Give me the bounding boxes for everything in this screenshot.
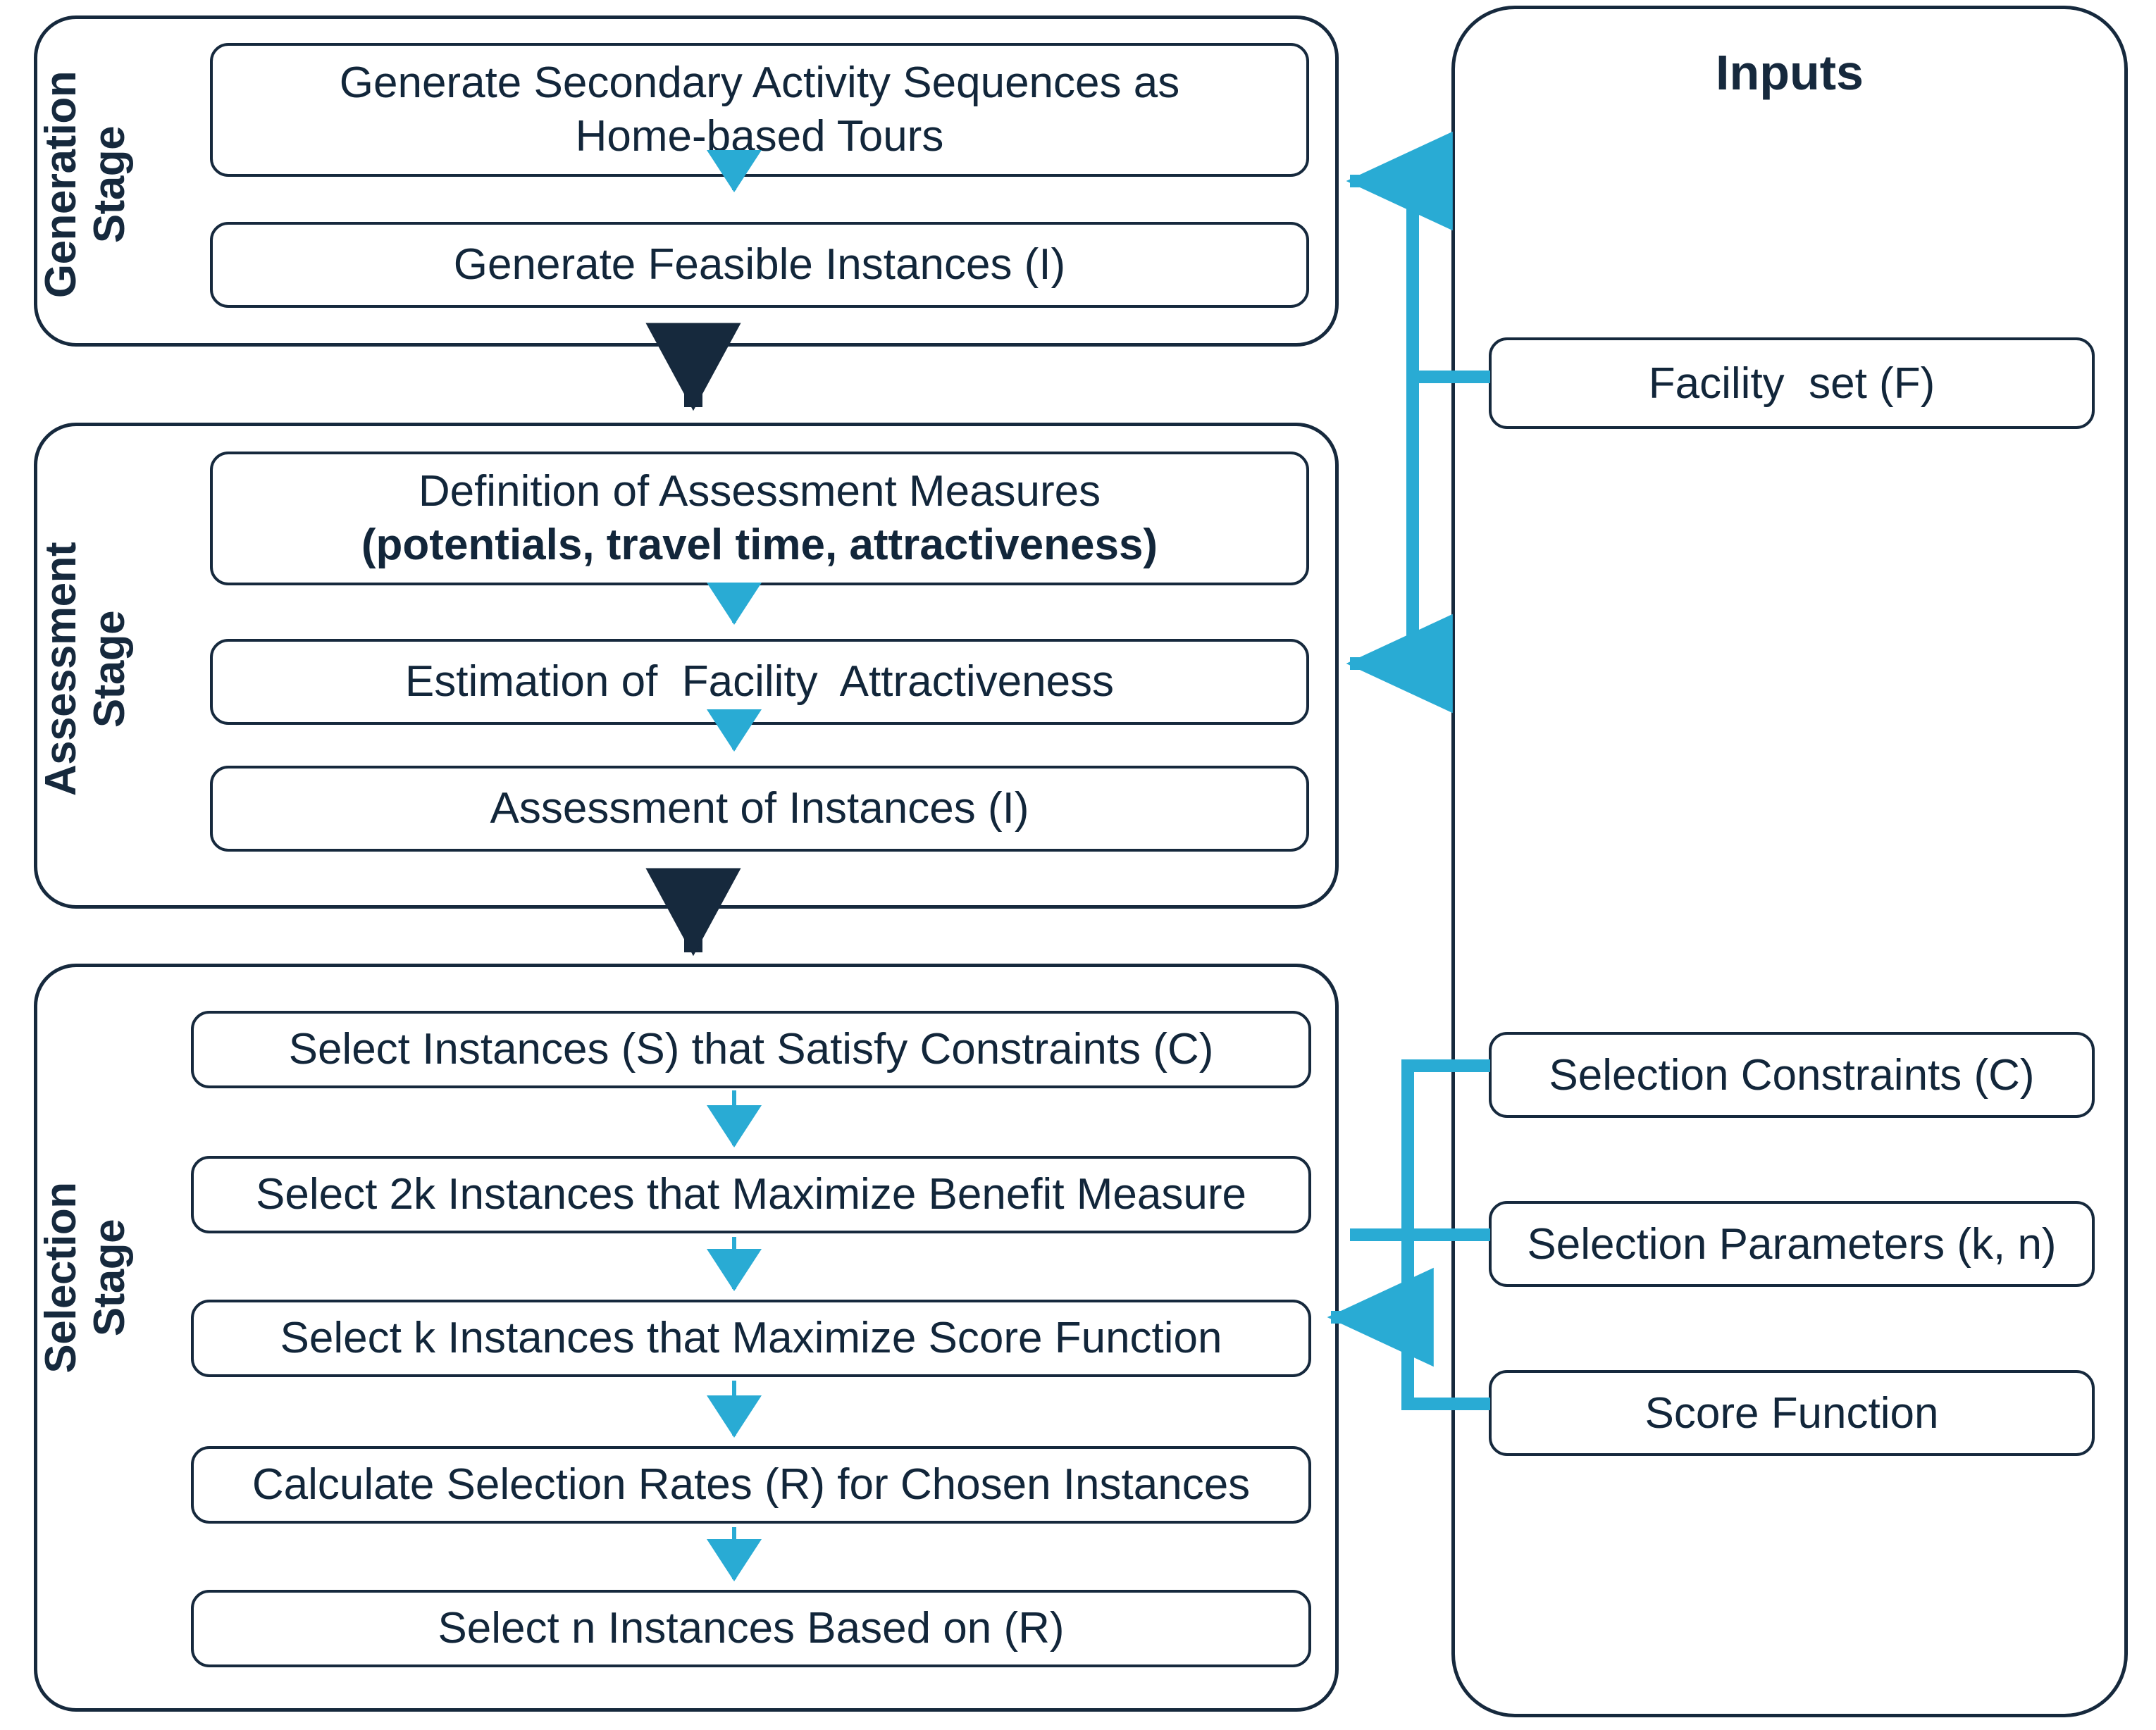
input-selection-constraints[interactable]: Selection Constraints (C)	[1489, 1032, 2095, 1118]
step-estimation-of-facility-attractiveness[interactable]: Estimation of Facility Attractiveness	[210, 639, 1309, 725]
stage-generation-label: Generation Stage	[37, 70, 135, 299]
input-label: Selection Constraints (C)	[1549, 1050, 2035, 1100]
step-select-2k-instances-benefit-measure[interactable]: Select 2k Instances that Maximize Benefi…	[191, 1156, 1311, 1233]
step-text: Calculate Selection Rates (R) for Chosen…	[252, 1460, 1251, 1510]
step-text: Assessment of Instances (I)	[490, 784, 1029, 833]
stage-assessment: Assessment Stage Definition of Assessmen…	[34, 423, 1339, 909]
input-score-function[interactable]: Score Function	[1489, 1370, 2095, 1456]
stage-selection-label: Selection Stage	[37, 1182, 135, 1374]
step-text: Select Instances (S) that Satisfy Constr…	[288, 1025, 1214, 1074]
input-facility-set[interactable]: Facility set (F)	[1489, 337, 2095, 429]
step-definition-of-assessment-measures[interactable]: Definition of Assessment Measures (poten…	[210, 452, 1309, 585]
step-calculate-selection-rates[interactable]: Calculate Selection Rates (R) for Chosen…	[191, 1446, 1311, 1524]
step-text-line2: (potentials, travel time, attractiveness…	[361, 521, 1158, 569]
step-text: Generate Secondary Activity Sequences as…	[339, 58, 1180, 161]
stage-selection: Selection Stage Select Instances (S) tha…	[34, 964, 1339, 1712]
step-text-line1: Definition of Assessment Measures	[418, 467, 1101, 516]
step-select-instances-satisfy-constraints[interactable]: Select Instances (S) that Satisfy Constr…	[191, 1011, 1311, 1088]
step-assessment-of-instances[interactable]: Assessment of Instances (I)	[210, 766, 1309, 852]
input-label: Selection Parameters (k, n)	[1527, 1219, 2057, 1269]
step-text: Generate Feasible Instances (I)	[453, 240, 1066, 290]
step-generate-feasible-instances[interactable]: Generate Feasible Instances (I)	[210, 222, 1309, 308]
step-text: Select 2k Instances that Maximize Benefi…	[256, 1170, 1246, 1219]
step-text: Estimation of Facility Attractiveness	[404, 657, 1115, 707]
step-text: Select k Instances that Maximize Score F…	[280, 1314, 1222, 1363]
input-label: Facility set (F)	[1648, 359, 1935, 408]
input-label: Score Function	[1644, 1388, 1939, 1438]
stage-generation: Generation Stage Generate Secondary Acti…	[34, 15, 1339, 347]
inputs-title: Inputs	[1716, 45, 1864, 100]
inputs-panel: Inputs Facility set (F) Selection Constr…	[1451, 6, 2128, 1717]
step-select-n-instances-based-on-r[interactable]: Select n Instances Based on (R)	[191, 1590, 1311, 1667]
step-text: Select n Instances Based on (R)	[438, 1604, 1065, 1653]
step-generate-secondary-activity-sequences[interactable]: Generate Secondary Activity Sequences as…	[210, 43, 1309, 177]
step-select-k-instances-score-function[interactable]: Select k Instances that Maximize Score F…	[191, 1300, 1311, 1377]
input-selection-parameters[interactable]: Selection Parameters (k, n)	[1489, 1201, 2095, 1287]
stage-assessment-label: Assessment Stage	[37, 542, 135, 797]
